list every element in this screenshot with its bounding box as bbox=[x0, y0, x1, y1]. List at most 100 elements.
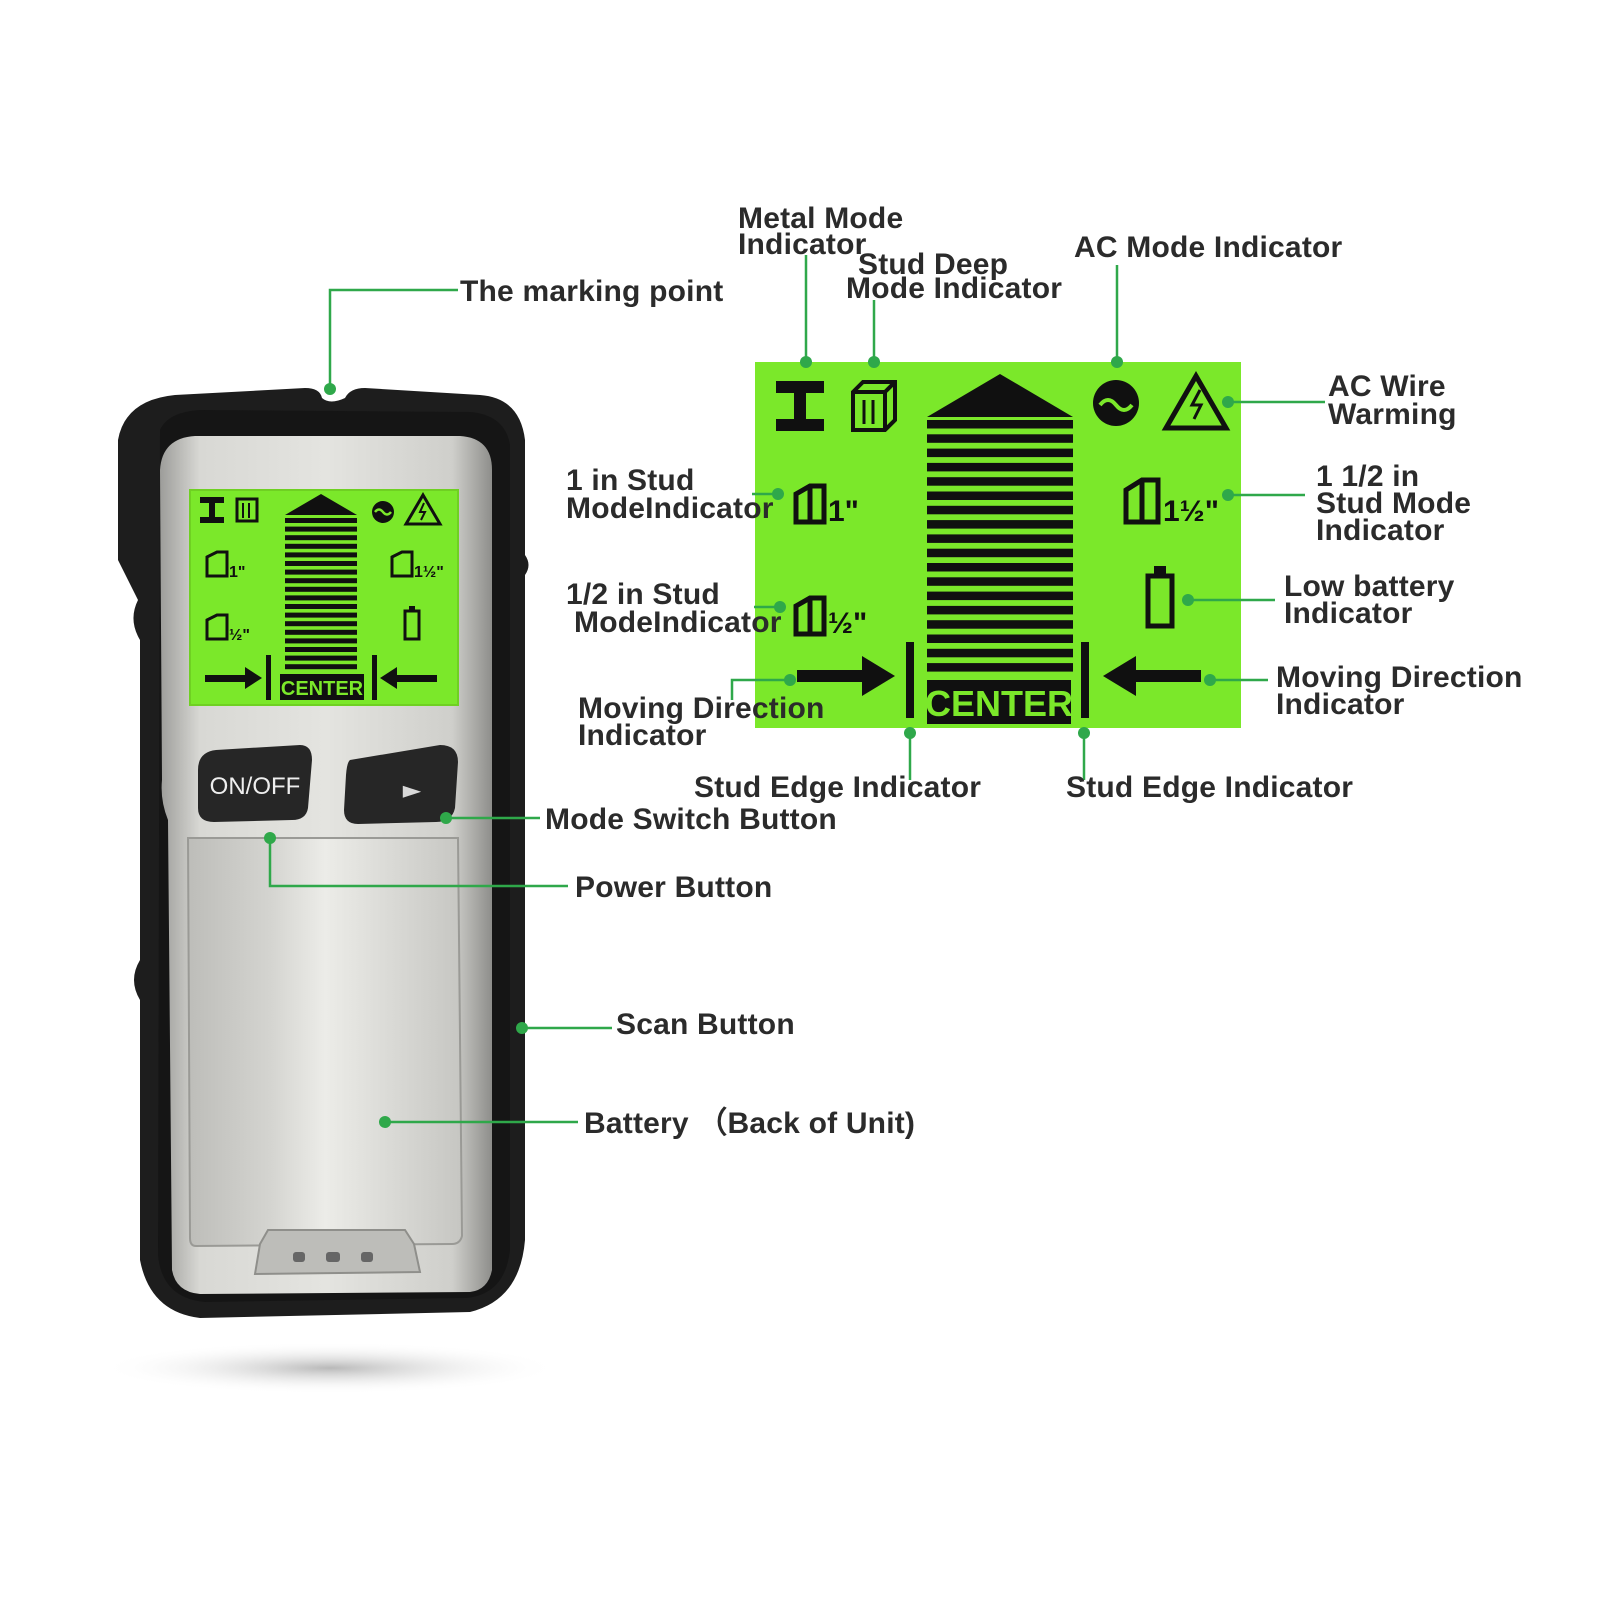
stud-1in-icon bbox=[793, 483, 827, 525]
mode-switch-button[interactable] bbox=[344, 745, 458, 824]
stud-1in-text: 1" bbox=[828, 495, 859, 528]
leader-lines bbox=[268, 255, 1325, 1124]
label-stud-edge-left: Stud Edge Indicator bbox=[694, 771, 981, 804]
device-bargraph-segment bbox=[285, 526, 357, 532]
label-stud-deep-1: Stud Deep bbox=[858, 248, 1008, 281]
device-bargraph-segment bbox=[285, 638, 357, 644]
device-bargraph-segment bbox=[285, 586, 357, 592]
device-bargraph-segment bbox=[285, 569, 357, 575]
device-bargraph-segment bbox=[285, 518, 357, 523]
moving-direction-left-icon bbox=[1103, 656, 1201, 696]
stud-finder-device: 1" 1½" ½" CENTER ON/OFF ► bbox=[118, 388, 529, 1318]
bargraph-segment bbox=[927, 605, 1073, 615]
label-moving-left-2: Indicator bbox=[578, 719, 707, 752]
label-stud-half-2: ModeIndicator bbox=[574, 606, 782, 639]
bargraph-segment bbox=[927, 534, 1073, 543]
device-bargraph-segment bbox=[285, 552, 357, 558]
bargraph-segment bbox=[927, 420, 1073, 429]
bargraph-segment bbox=[927, 620, 1073, 629]
label-stud-deep-2: Mode Indicator bbox=[846, 272, 1062, 305]
stud-half-icon bbox=[793, 595, 827, 637]
label-stud-half-1: 1/2 in Stud bbox=[566, 578, 720, 611]
label-stud-edge-right: Stud Edge Indicator bbox=[1066, 771, 1353, 804]
signal-bargraph bbox=[927, 420, 1073, 672]
center-text: CENTER bbox=[925, 683, 1073, 724]
bargraph-segment bbox=[927, 634, 1073, 643]
device-bargraph-segment bbox=[285, 647, 357, 652]
device-bargraph-segment bbox=[285, 612, 357, 618]
power-button[interactable] bbox=[198, 745, 312, 822]
label-marking-point: The marking point bbox=[460, 275, 723, 308]
mode-switch-label: ► bbox=[403, 776, 422, 804]
bargraph-segment bbox=[927, 448, 1073, 458]
device-lcd-center: CENTER bbox=[281, 678, 364, 700]
bargraph-segment bbox=[927, 491, 1073, 500]
device-lcd-1in: 1" bbox=[229, 564, 245, 581]
stud-1half-icon bbox=[1123, 477, 1161, 525]
device-lcd-1half: 1½" bbox=[414, 564, 444, 581]
label-moving-right-1: Moving Direction bbox=[1276, 661, 1523, 694]
ac-wire-warning-icon bbox=[1161, 370, 1231, 431]
stud-edge-right-icon bbox=[1081, 642, 1089, 718]
moving-direction-right-icon bbox=[797, 656, 895, 696]
device-bargraph-segment bbox=[285, 535, 357, 541]
bargraph-segment bbox=[927, 434, 1073, 443]
low-battery-icon bbox=[1145, 566, 1175, 629]
device-lcd-icons bbox=[200, 494, 357, 523]
label-moving-left-1: Moving Direction bbox=[578, 692, 825, 725]
label-low-battery-1: Low battery bbox=[1284, 570, 1455, 603]
label-battery: Battery （Back of Unit) bbox=[584, 1106, 915, 1140]
device-shadow bbox=[100, 1342, 560, 1394]
device-bargraph-segment bbox=[285, 621, 357, 627]
label-ac-wire-2: Warming bbox=[1328, 398, 1457, 431]
stud-edge-left-icon bbox=[906, 642, 914, 718]
label-stud-1half-2: Stud Mode bbox=[1316, 487, 1471, 520]
ac-mode-icon bbox=[1093, 380, 1139, 426]
device-bargraph-segment bbox=[285, 561, 357, 566]
device-bargraph-segment bbox=[285, 664, 357, 670]
device-bargraph-segment bbox=[285, 595, 357, 601]
bargraph-segment bbox=[927, 563, 1073, 572]
leader-dots bbox=[264, 356, 1234, 1128]
label-metal-mode-1: Metal Mode bbox=[738, 202, 903, 235]
label-stud-1half-1: 1 1/2 in bbox=[1316, 460, 1419, 493]
bargraph-segment bbox=[927, 477, 1073, 486]
device-bargraph-segment bbox=[285, 629, 357, 635]
bargraph-segment bbox=[927, 663, 1073, 672]
device-bargraph-segment bbox=[285, 604, 357, 609]
device-lcd-icons-right bbox=[205, 492, 443, 700]
battery-panel bbox=[186, 837, 464, 1248]
label-low-battery-2: Indicator bbox=[1284, 597, 1413, 630]
label-ac-wire-1: AC Wire bbox=[1328, 370, 1446, 403]
bargraph-segment bbox=[927, 505, 1073, 515]
stud-deep-icon bbox=[851, 380, 897, 432]
signal-peak-icon bbox=[927, 374, 1073, 417]
label-stud-1in-1: 1 in Stud bbox=[566, 464, 694, 497]
label-metal-mode-2: Indicator bbox=[738, 228, 867, 261]
large-lcd: 1" ½" 1½" CENTER bbox=[755, 362, 1241, 728]
label-mode-switch: Mode Switch Button bbox=[545, 803, 837, 836]
center-indicator bbox=[927, 680, 1071, 724]
label-ac-mode: AC Mode Indicator bbox=[1074, 231, 1343, 264]
label-scan-button: Scan Button bbox=[616, 1008, 795, 1041]
label-moving-right-2: Indicator bbox=[1276, 688, 1405, 721]
bargraph-segment bbox=[927, 577, 1073, 586]
bargraph-segment bbox=[927, 648, 1073, 658]
bargraph-segment bbox=[927, 520, 1073, 529]
callout-labels: The marking point Mode Switch Button Pow… bbox=[460, 202, 1523, 1140]
device-lcd-bars bbox=[285, 518, 357, 670]
label-stud-1in-2: ModeIndicator bbox=[566, 492, 774, 525]
label-stud-1half-3: Indicator bbox=[1316, 514, 1445, 547]
metal-mode-icon bbox=[776, 381, 824, 431]
device-bargraph-segment bbox=[285, 578, 357, 584]
bargraph-segment bbox=[927, 462, 1073, 472]
stud-half-text: ½" bbox=[828, 607, 867, 640]
bargraph-segment bbox=[927, 591, 1073, 601]
stud-1half-text: 1½" bbox=[1163, 495, 1219, 528]
device-lcd-half: ½" bbox=[229, 627, 250, 644]
device-bargraph-segment bbox=[285, 655, 357, 661]
power-button-label: ON/OFF bbox=[210, 773, 301, 800]
device-bargraph-segment bbox=[285, 543, 357, 549]
label-power-button: Power Button bbox=[575, 871, 772, 904]
